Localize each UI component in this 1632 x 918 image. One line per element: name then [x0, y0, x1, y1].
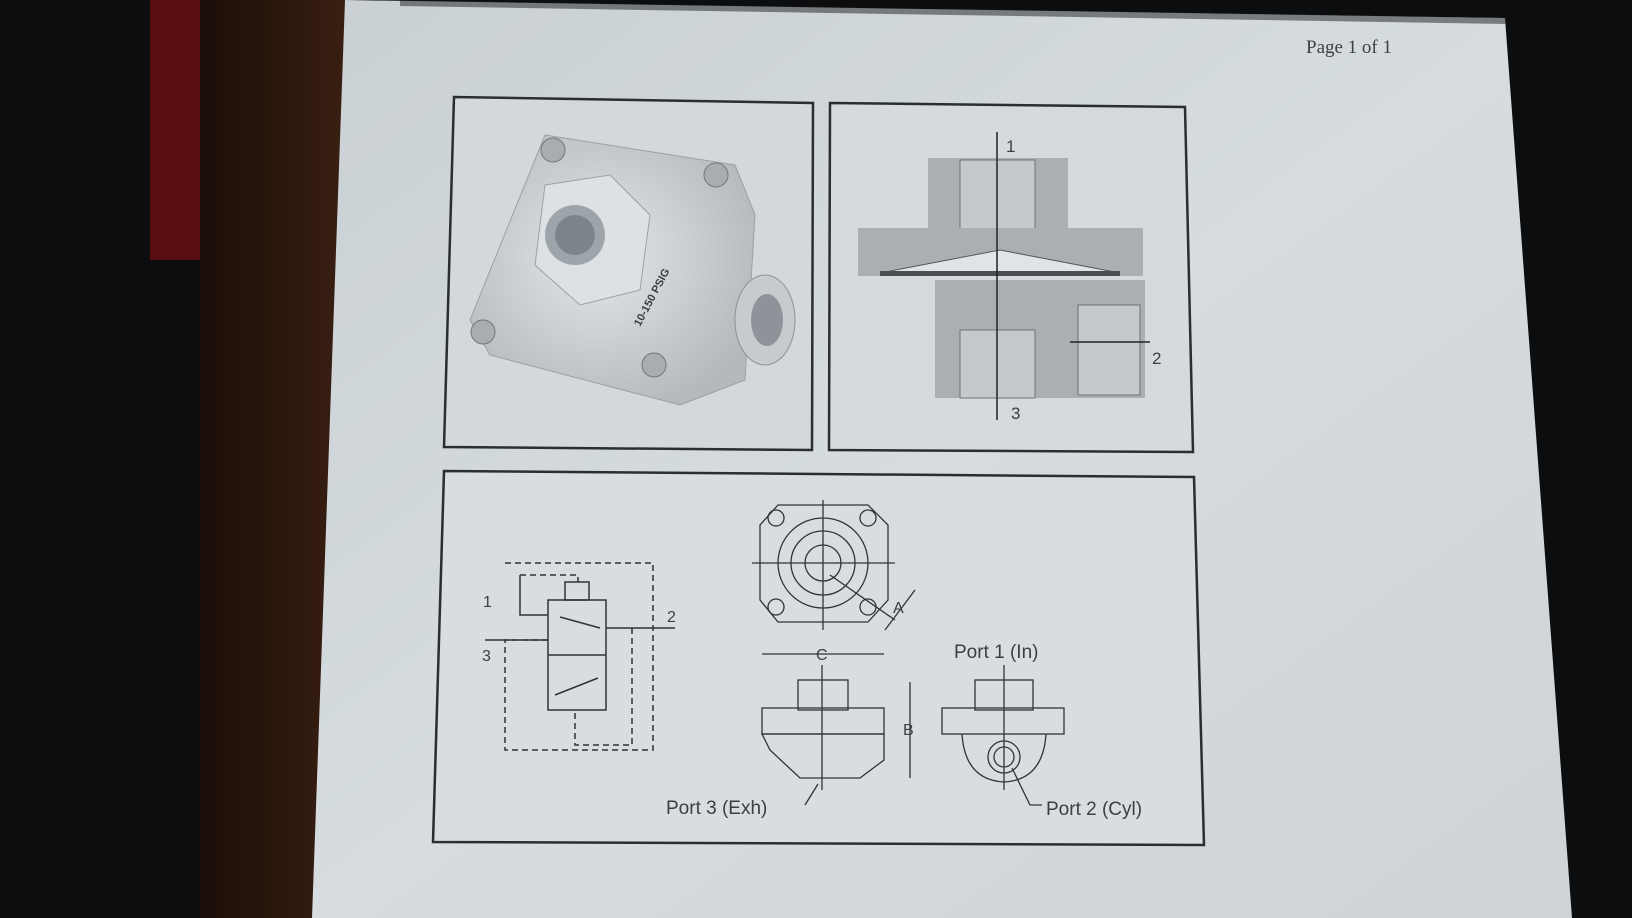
pneumatic-schematic: 1 2 3: [482, 562, 676, 751]
port-3-exh-label: Port 3 (Exh): [666, 798, 767, 819]
valve-photo-panel: 10-150 PSIG: [442, 95, 815, 452]
side-view-drawing: C B: [760, 647, 914, 806]
port-label-3: 3: [1011, 404, 1020, 423]
schematic-label-1: 1: [483, 594, 492, 611]
cross-section-drawing: 1 2 3: [858, 132, 1161, 423]
dimension-drawing-panel: 1 2 3 A C B: [431, 469, 1206, 847]
page-number: Page 1 of 1: [1306, 37, 1392, 58]
port-label-2: 2: [1152, 349, 1161, 368]
end-view-drawing: [941, 665, 1065, 806]
schematic-label-3: 3: [482, 648, 491, 665]
valve-photo: 10-150 PSIG: [469, 134, 796, 406]
dimension-a-label: A: [893, 600, 904, 617]
port-2-cyl-label: Port 2 (Cyl): [1046, 799, 1142, 820]
port-label-1: 1: [1006, 137, 1015, 156]
dimension-c-label: C: [816, 647, 828, 664]
cross-section-panel: 1 2 3: [827, 101, 1195, 454]
schematic-label-2: 2: [667, 609, 676, 626]
dimension-b-label: B: [903, 722, 914, 739]
port-1-in-label: Port 1 (In): [954, 642, 1038, 663]
top-view-drawing: A: [752, 500, 916, 631]
